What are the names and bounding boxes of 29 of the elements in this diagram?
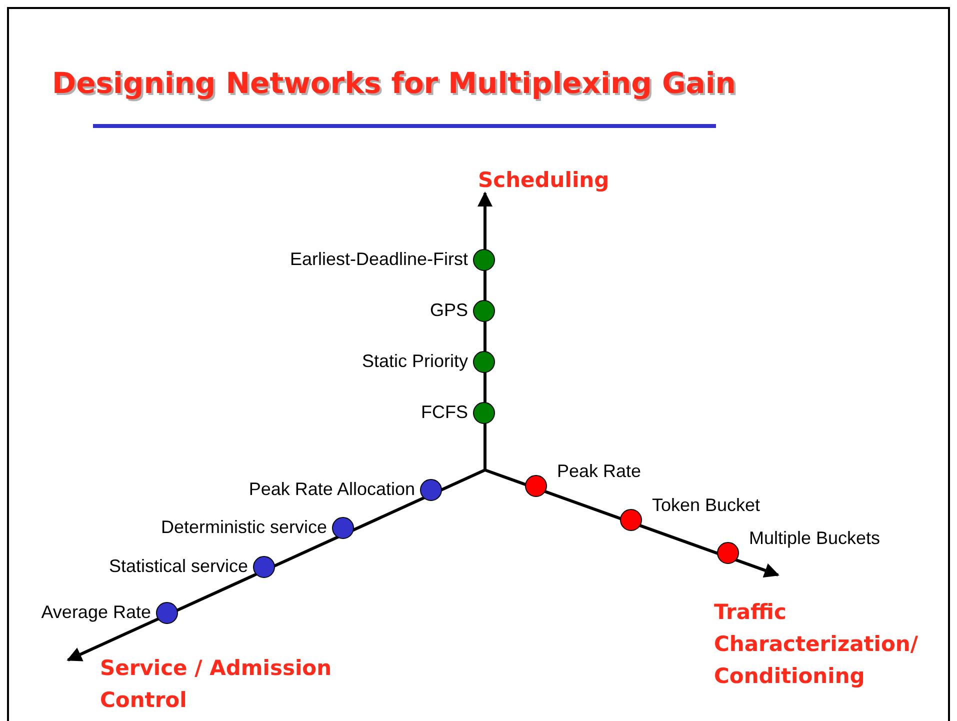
point-marker (473, 249, 495, 271)
point-marker (332, 517, 354, 539)
point-label: Multiple Buckets (749, 527, 880, 549)
point-marker (620, 509, 642, 531)
point-label: Average Rate (41, 601, 151, 623)
point-label: Peak Rate Allocation (248, 478, 415, 500)
point-marker (253, 556, 275, 578)
point-label: Earliest-Deadline-First (290, 248, 468, 270)
point-marker (717, 542, 739, 564)
point-label: Token Bucket (652, 494, 760, 516)
point-label: FCFS (421, 401, 468, 423)
point-marker (156, 602, 178, 624)
axis-label: Traffic Characterization/ Conditioning (714, 599, 920, 690)
axis-label: Scheduling (478, 167, 610, 194)
axis-arrow (66, 468, 486, 662)
point-marker (473, 351, 495, 373)
point-label: Static Priority (362, 350, 468, 372)
title: Designing Networks for Multiplexing Gain (52, 66, 736, 100)
axis-arrow (484, 468, 780, 578)
point-label: GPS (430, 299, 468, 321)
point-label: Peak Rate (557, 460, 642, 482)
point-marker (473, 402, 495, 424)
point-marker (473, 300, 495, 322)
axis-label: Service / Admission Control (100, 655, 333, 714)
axis-arrow (478, 192, 492, 470)
point-marker (420, 479, 442, 501)
point-label: Deterministic service (160, 516, 327, 538)
point-label: Statistical service (108, 555, 248, 577)
point-marker (525, 475, 547, 497)
